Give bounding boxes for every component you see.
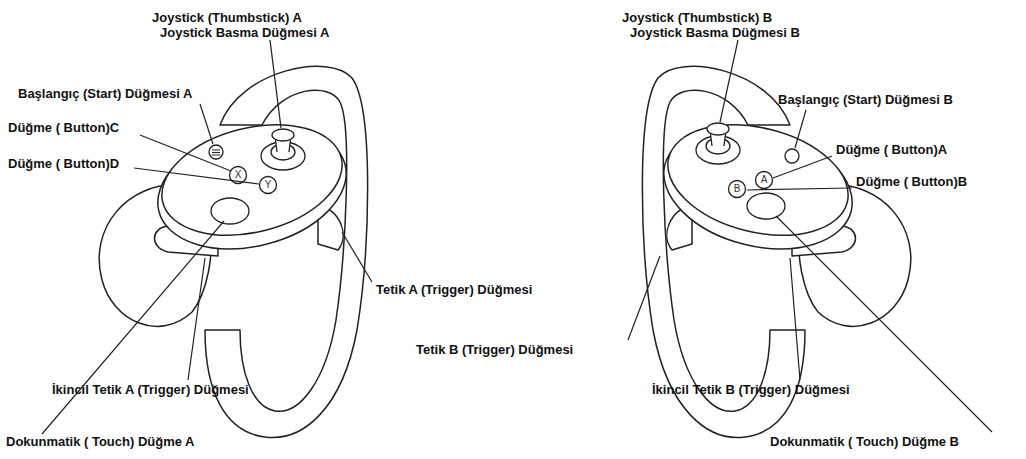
part-label: İkincil Tetik B (Trigger) Düğmesi: [652, 382, 850, 398]
right-controller: [642, 66, 910, 437]
part-label: Joystick (Thumbstick) B: [622, 10, 772, 26]
button-glyph: X: [235, 170, 242, 180]
button-glyph: A: [761, 175, 768, 185]
button-glyph: B: [734, 184, 741, 194]
part-label: Düğme ( Button)A: [836, 142, 947, 158]
part-label: Dokunmatik ( Touch) Düğme B: [770, 434, 959, 450]
part-label: Tetik B (Trigger) Düğmesi: [416, 342, 573, 358]
part-label: Düğme ( Button)C: [8, 120, 119, 136]
part-label: Tetik A (Trigger) Düğmesi: [376, 282, 532, 298]
part-label: Joystick (Thumbstick) A: [152, 10, 302, 26]
part-label: Başlangıç (Start) Düğmesi A: [18, 86, 192, 102]
part-label: İkincil Tetik A (Trigger) Düğmesi: [52, 382, 249, 398]
part-label: Joystick Basma Düğmesi A: [160, 25, 329, 41]
part-label: Düğme ( Button)B: [856, 174, 967, 190]
part-label: Joystick Basma Düğmesi B: [630, 25, 800, 41]
left-controller: [99, 66, 367, 437]
part-label: Dokunmatik ( Touch) Düğme A: [6, 434, 195, 450]
part-label: Başlangıç (Start) Düğmesi B: [778, 92, 953, 108]
part-label: Düğme ( Button)D: [8, 156, 119, 172]
controls: [209, 123, 799, 224]
button-glyph: Y: [265, 180, 272, 190]
